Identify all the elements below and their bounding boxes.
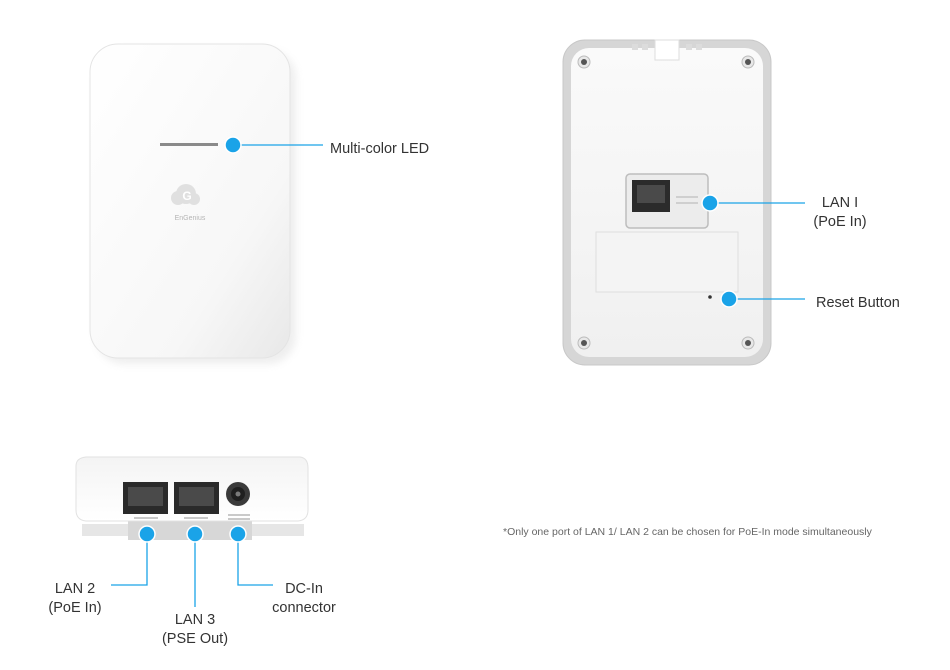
lan2-label-line2: (PoE In) — [48, 600, 102, 616]
bottom-device — [75, 456, 309, 540]
engenius-logo: G EnGenius — [171, 184, 206, 222]
lan2-label: LAN 2 (PoE In) — [40, 580, 110, 618]
svg-text:G: G — [182, 189, 191, 203]
lan3-label-line1: LAN 3 — [174, 612, 216, 628]
callout-lan1 — [701, 194, 805, 212]
callout-led — [224, 136, 323, 154]
screw-holes — [577, 55, 755, 350]
lan1-label-line2: (PoE In) — [813, 214, 867, 230]
lan3-label-line2: (PSE Out) — [161, 631, 229, 647]
led-label: Multi-color LED — [330, 141, 430, 157]
dc-in-jack — [226, 482, 250, 506]
callout-lan3 — [186, 525, 204, 607]
reset-pinhole — [708, 295, 712, 299]
lan1-label: LAN I (PoE In) — [800, 194, 880, 232]
lan2-label-line1: LAN 2 — [54, 581, 96, 597]
dc-in-label: DC-In connector — [266, 580, 342, 618]
lan1-label-line1: LAN I — [821, 195, 859, 211]
callout-dc-in — [229, 525, 273, 586]
led-strip — [160, 143, 218, 146]
lan1-port-housing — [625, 173, 709, 229]
lan2-port — [123, 482, 168, 514]
dc-in-label-line2: connector — [272, 600, 336, 616]
callout-reset — [720, 290, 805, 308]
reset-label: Reset Button — [816, 295, 900, 311]
lan3-label: LAN 3 (PSE Out) — [155, 611, 235, 649]
svg-text:EnGenius: EnGenius — [175, 215, 206, 222]
callout-lan2 — [111, 525, 156, 586]
footnote: *Only one port of LAN 1/ LAN 2 can be ch… — [503, 526, 872, 538]
lan3-port — [174, 482, 219, 514]
dc-in-label-line1: DC-In — [285, 581, 323, 597]
label-area — [595, 231, 739, 293]
front-device: G EnGenius — [89, 43, 296, 364]
